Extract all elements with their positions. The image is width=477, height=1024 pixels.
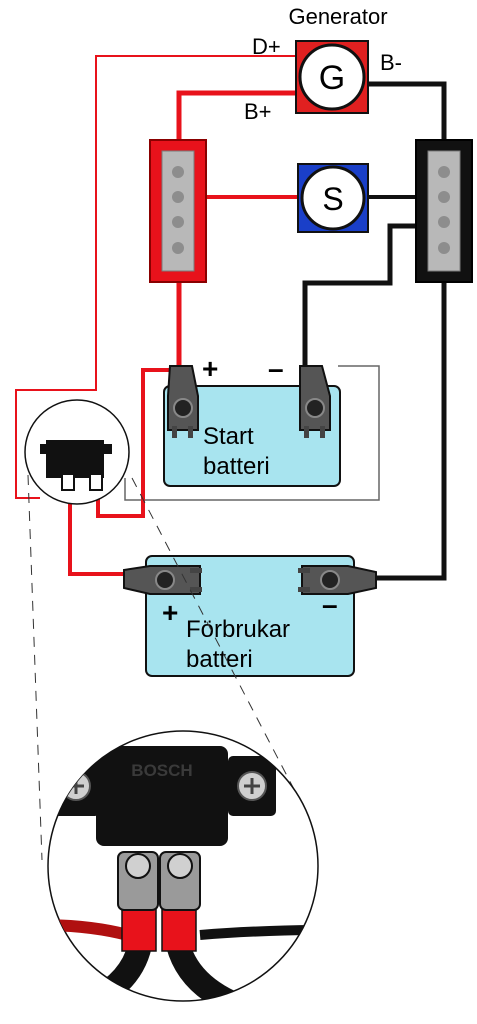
start-battery-label-line1: Start [203,423,254,450]
positive-busbar [149,139,207,283]
closeup-terminal-nut-icon [125,853,151,879]
b-minus-wire [368,81,447,142]
generator-letter: G [319,59,345,97]
start-battery-ground-wire [302,223,440,372]
consumer-battery: Förbrukar batteri + – [123,555,377,677]
relay-to-start-battery-wire [96,368,170,518]
closeup-black-cable [199,925,318,940]
generator-title: Generator [288,4,387,29]
generator: Generator G D+ B+ B- [244,4,402,124]
relay-closeup: BOSCH [47,730,319,1002]
generator-symbol [298,43,366,111]
battery-terminal-icon [167,365,199,438]
consumer-battery-label-line1: Förbrukar [186,616,290,643]
busbar-screw-icon [172,166,184,254]
closeup-terminal-nut-icon [167,853,193,879]
start-battery-label-line2: batteri [203,453,270,480]
closeup-thick-cable [166,941,255,1001]
start-battery-plus-sign: + [202,353,218,384]
d-plus-wire [15,55,297,499]
terminal-d-plus-label: D+ [252,34,281,59]
consumer-battery-plus-sign: + [162,597,178,628]
busbar-screw-icon [438,166,450,254]
starter-motor: S [297,163,369,233]
start-battery-minus-sign: – [268,353,284,384]
consumer-battery-label-line2: batteri [186,646,253,673]
relay-brand-label: BOSCH [131,761,192,780]
terminal-b-plus-label: B+ [244,99,272,124]
starter-letter: S [322,181,343,217]
sense-wire [124,365,380,501]
negative-busbar [415,139,473,283]
b-plus-wire [176,90,297,148]
relay-to-consumer-battery-wire [68,486,130,576]
battery-terminal-icon [123,565,202,595]
consumer-battery-ground-wire [368,282,447,581]
consumer-battery-minus-sign: – [322,589,338,620]
battery-separator-relay [24,399,130,505]
start-battery: Start batteri + – [163,353,341,487]
terminal-b-minus-label: B- [380,50,402,75]
battery-terminal-icon [298,565,377,595]
battery-terminal-icon [299,365,331,438]
closeup-thick-cable [65,941,152,1001]
